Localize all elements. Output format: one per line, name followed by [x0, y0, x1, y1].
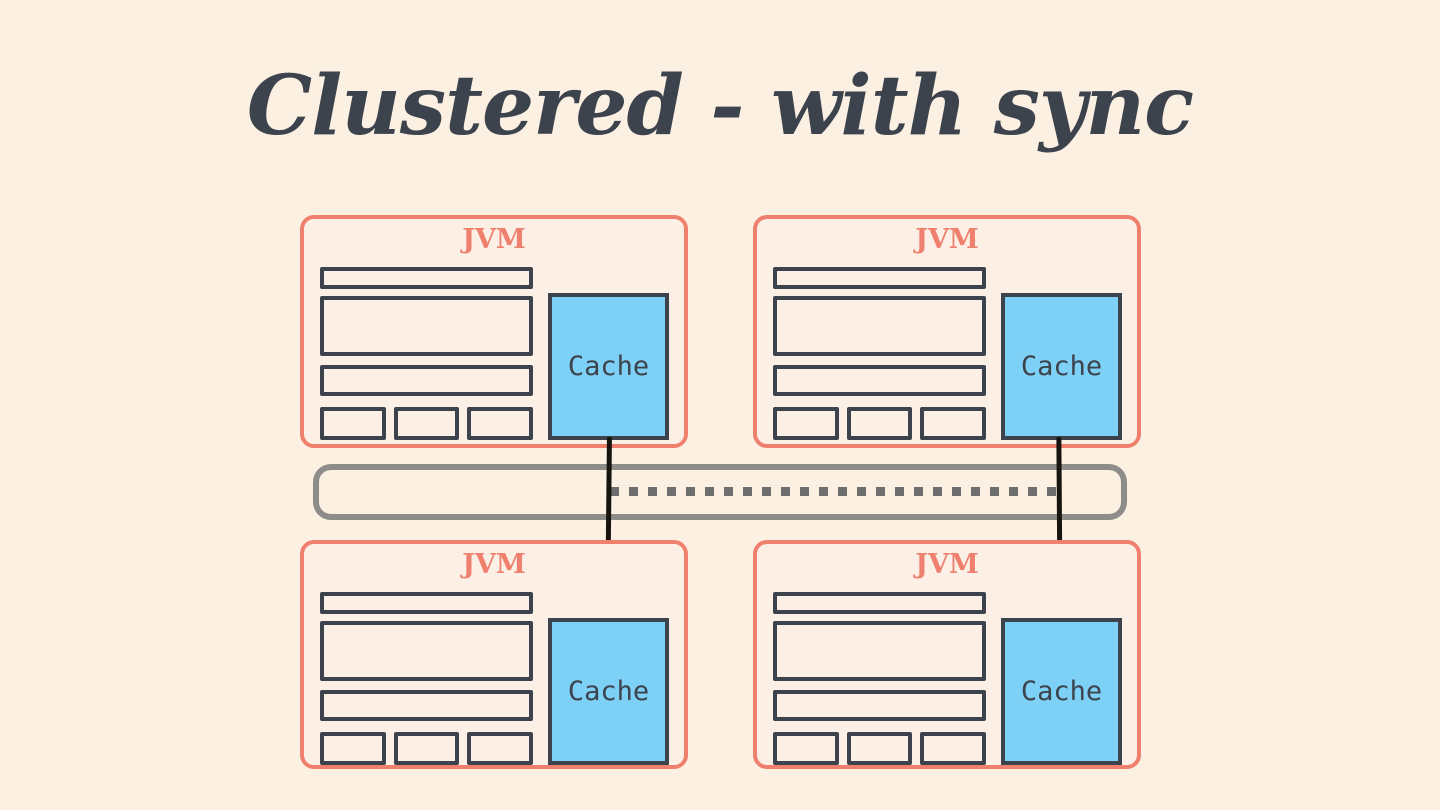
- component-rect: [846, 407, 913, 440]
- component-rect: [773, 267, 986, 289]
- component-rect: [393, 407, 460, 440]
- cache-label: Cache: [1020, 351, 1103, 382]
- component-rect: [320, 365, 533, 396]
- component-rect: [320, 296, 533, 356]
- jvm-box-bottom-right: JVM Cache: [753, 540, 1141, 769]
- component-rect: [920, 732, 987, 765]
- component-rect: [920, 407, 987, 440]
- component-rect: [320, 732, 386, 765]
- component-rect: [467, 732, 534, 765]
- jvm-box-top-left: JVM Cache: [300, 215, 688, 448]
- component-rect: [320, 407, 386, 440]
- sync-bus: [313, 464, 1127, 520]
- component-rect: [773, 690, 986, 721]
- component-rect: [773, 732, 839, 765]
- jvm-label: JVM: [915, 549, 979, 580]
- component-rect: [773, 365, 986, 396]
- component-row: [320, 407, 534, 440]
- jvm-label: JVM: [462, 549, 526, 580]
- component-rect: [393, 732, 460, 765]
- cache-box: Cache: [548, 293, 669, 440]
- component-rect: [773, 407, 839, 440]
- sync-dotted-line: [610, 487, 1060, 496]
- component-rect: [320, 621, 533, 681]
- component-rect: [846, 732, 913, 765]
- cache-box: Cache: [548, 618, 669, 765]
- jvm-box-top-right: JVM Cache: [753, 215, 1141, 448]
- component-rect: [773, 592, 986, 614]
- component-rect: [320, 690, 533, 721]
- cache-label: Cache: [567, 351, 650, 382]
- jvm-box-bottom-left: JVM Cache: [300, 540, 688, 769]
- component-row: [773, 407, 987, 440]
- component-rect: [467, 407, 534, 440]
- cache-box: Cache: [1001, 293, 1122, 440]
- page-title: Clustered - with sync: [246, 58, 1194, 154]
- component-rect: [773, 621, 986, 681]
- component-row: [773, 732, 987, 765]
- component-row: [320, 732, 534, 765]
- component-rect: [320, 592, 533, 614]
- jvm-label: JVM: [462, 224, 526, 255]
- cache-label: Cache: [1020, 676, 1103, 707]
- cache-box: Cache: [1001, 618, 1122, 765]
- cache-label: Cache: [567, 676, 650, 707]
- component-rect: [320, 267, 533, 289]
- component-rect: [773, 296, 986, 356]
- jvm-label: JVM: [915, 224, 979, 255]
